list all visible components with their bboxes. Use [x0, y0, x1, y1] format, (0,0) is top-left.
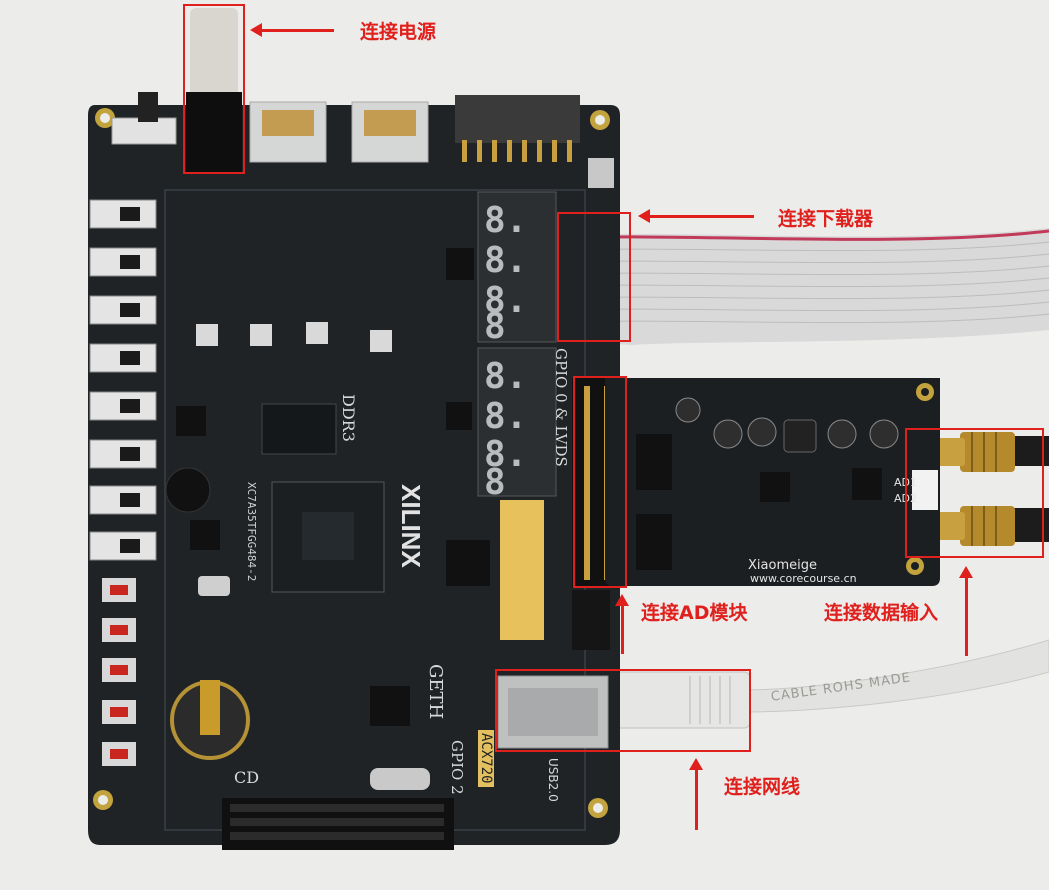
network-highlight-box [495, 669, 751, 752]
power-callout: 连接电源 [360, 21, 437, 43]
xilinx-logo: XILINX [396, 484, 426, 568]
ddr3-label: DDR3 [339, 394, 358, 442]
svg-text:8.: 8. [484, 396, 527, 437]
ribbon-cable [559, 228, 1049, 345]
geth-label: GETH [425, 664, 446, 720]
cd-label: CD [234, 768, 260, 787]
network-callout: 连接网线 [724, 776, 801, 798]
svg-text:8.: 8. [484, 434, 527, 475]
fpga-board: 8.8.8.8 8.8.8.8 [88, 8, 626, 850]
chip-model-label: XC7A35TFGG484-2 [245, 482, 258, 582]
acx-label: ACX720 [478, 730, 494, 787]
data-input-highlight-box [905, 428, 1044, 558]
svg-text:8.: 8. [484, 356, 527, 397]
power-highlight-box [183, 4, 245, 174]
adc-url-label: www.corecourse.cn [750, 572, 857, 585]
ad-module-callout: 连接AD模块 [641, 602, 748, 624]
data-input-callout: 连接数据输入 [824, 602, 939, 624]
svg-text:8.: 8. [484, 280, 527, 321]
svg-text:8.: 8. [484, 200, 527, 241]
adc-brand-label: Xiaomeige [748, 558, 817, 573]
downloader-callout: 连接下载器 [778, 208, 874, 230]
gpio0-label: GPIO 0 & LVDS [552, 348, 570, 467]
svg-text:8.: 8. [484, 240, 527, 281]
gpio2-label: GPIO 2 [448, 740, 466, 795]
ad-module-highlight-box [573, 376, 627, 588]
usb-label: USB2.0 [546, 758, 560, 802]
adc-module [605, 378, 940, 586]
downloader-highlight-box [557, 212, 631, 342]
ethernet-cable [609, 639, 1049, 729]
svg-text:8: 8 [484, 462, 506, 503]
svg-text:8: 8 [484, 306, 506, 347]
